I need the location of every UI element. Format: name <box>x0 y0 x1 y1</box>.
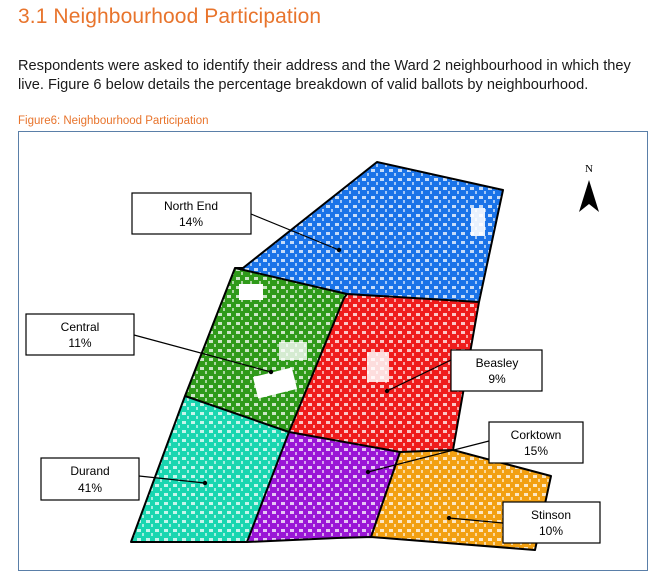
label-central-name: Central <box>61 320 100 334</box>
label-durand: Durand 41% <box>40 457 140 501</box>
intro-paragraph: Respondents were asked to identify their… <box>18 58 631 93</box>
map-frame: North End 14% Central 11% Beasley 9% Cor… <box>18 131 648 571</box>
section-title: 3.1 Neighbourhood Participation <box>18 5 322 28</box>
label-durand-percent: 41% <box>78 481 102 495</box>
label-stinson: Stinson 10% <box>502 501 601 544</box>
label-north-end-percent: 14% <box>179 215 203 229</box>
leader-lines <box>133 213 504 524</box>
label-stinson-percent: 10% <box>539 524 563 538</box>
north-label: N <box>585 163 593 175</box>
open-area <box>252 367 298 399</box>
label-beasley-name: Beasley <box>476 356 519 370</box>
buildings-corktown <box>247 432 400 542</box>
north-arrow-icon: N <box>579 163 599 212</box>
label-durand-name: Durand <box>70 464 109 478</box>
label-north-end-name: North End <box>164 199 218 213</box>
region-boundaries <box>130 161 552 551</box>
label-corktown-percent: 15% <box>524 444 548 458</box>
buildings-north-end <box>235 162 503 302</box>
label-corktown: Corktown 15% <box>488 421 584 464</box>
label-central-percent: 11% <box>68 336 91 350</box>
label-north-end: North End 14% <box>131 192 252 235</box>
label-stinson-name: Stinson <box>531 508 571 522</box>
leader-arrowheads <box>202 247 452 521</box>
buildings-central <box>185 268 347 432</box>
buildings-durand <box>131 396 289 542</box>
figure-caption: Figure6: Neighbourhood Participation <box>18 115 209 127</box>
open-area <box>471 208 485 236</box>
label-corktown-name: Corktown <box>511 428 562 442</box>
open-area <box>279 342 307 360</box>
open-area <box>239 284 263 300</box>
label-beasley: Beasley 9% <box>450 349 543 392</box>
label-central: Central 11% <box>25 313 135 356</box>
label-beasley-percent: 9% <box>488 372 506 386</box>
open-area <box>367 352 389 382</box>
ward-map: North End 14% Central 11% Beasley 9% Cor… <box>25 161 601 551</box>
